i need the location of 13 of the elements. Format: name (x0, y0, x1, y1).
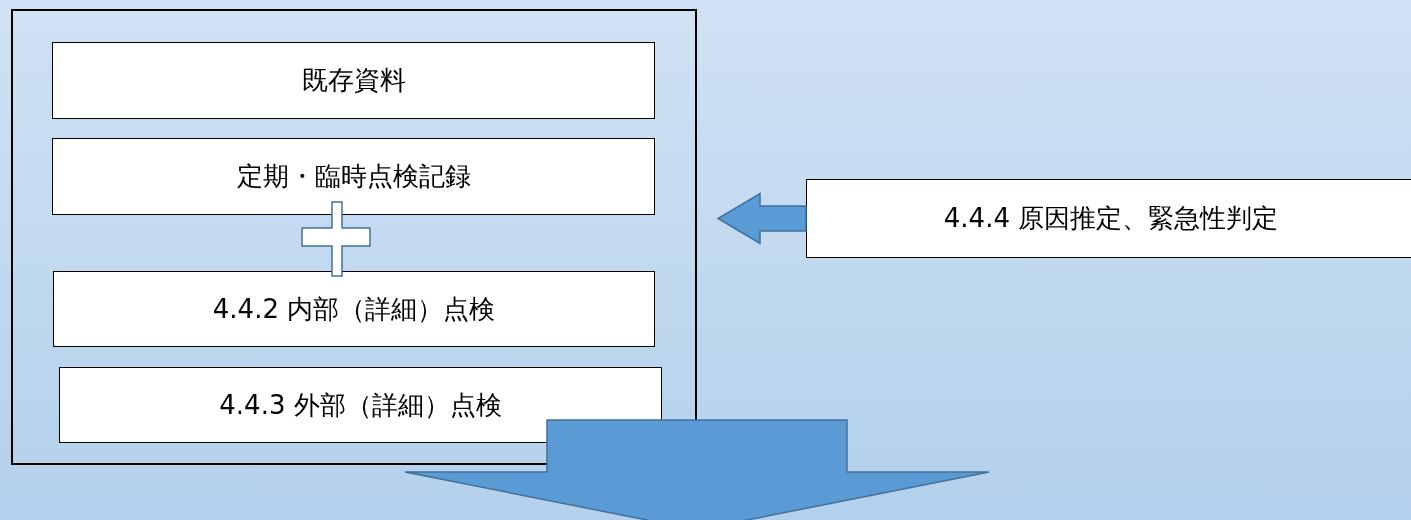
process-box (53, 271, 655, 347)
process-box (806, 179, 1411, 258)
box-label: 4.4.4 原因推定、緊急性判定 (943, 202, 1279, 235)
box-label: 4.4.3 外部（詳細）点検 (219, 388, 502, 422)
process-box (52, 42, 655, 119)
box-label: 既存資料 (301, 64, 406, 97)
group-frame (11, 9, 697, 465)
block-arrow (404, 419, 990, 520)
process-box (59, 367, 662, 443)
block-arrow (716, 192, 807, 245)
box-label: 定期・臨時点検記録 (236, 160, 471, 193)
process-box (52, 138, 655, 215)
box-label: 4.4.2 内部（詳細）点検 (212, 292, 496, 326)
